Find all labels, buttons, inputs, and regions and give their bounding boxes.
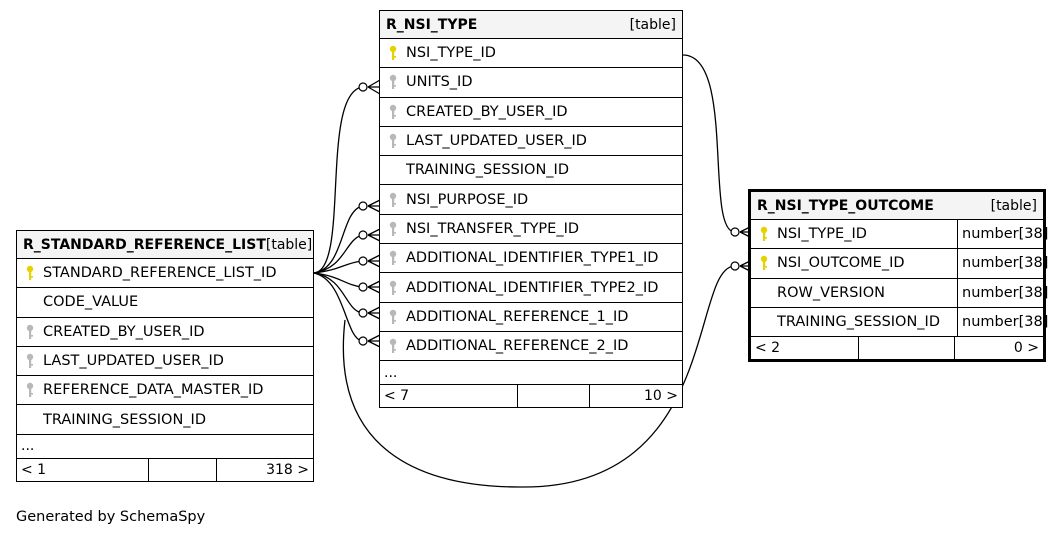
child-count[interactable]: 0 > <box>1013 340 1039 357</box>
table-footer: < 7 10 > <box>380 385 682 408</box>
table-name: R_NSI_TYPE <box>386 16 478 33</box>
table-header: R_STANDARD_REFERENCE_LIST [table] <box>17 231 313 259</box>
column-name: TRAINING_SESSION_ID <box>43 411 206 428</box>
foreign-key-icon <box>380 221 406 237</box>
column-name: NSI_PURPOSE_ID <box>406 191 529 208</box>
parent-count[interactable]: < 7 <box>380 385 518 408</box>
table-kind: [table] <box>265 236 313 253</box>
foreign-key-icon <box>380 309 406 325</box>
column-name: ADDITIONAL_REFERENCE_1_ID <box>406 308 629 325</box>
column-name: CODE_VALUE <box>43 294 139 311</box>
foreign-key-icon <box>380 338 406 354</box>
column-row[interactable]: LAST_UPDATED_USER_ID <box>380 127 682 157</box>
parent-count[interactable]: < 1 <box>17 458 149 481</box>
column-name: TRAINING_SESSION_ID <box>777 314 940 331</box>
foreign-key-icon <box>380 250 406 266</box>
child-count[interactable]: 318 > <box>266 461 309 478</box>
more-columns: ... <box>17 435 313 459</box>
column-row[interactable]: NSI_PURPOSE_ID <box>380 185 682 215</box>
column-name: NSI_TYPE_ID <box>777 226 867 243</box>
foreign-key-icon <box>17 353 43 369</box>
column-row[interactable]: TRAINING_SESSION_ID number[38] <box>751 307 1048 338</box>
column-row[interactable]: UNITS_ID <box>380 68 682 98</box>
column-name: NSI_TRANSFER_TYPE_ID <box>406 220 580 237</box>
connector-additional-reference-2 <box>313 272 363 342</box>
column-row[interactable]: CODE_VALUE <box>17 288 313 318</box>
column-datatype: number[38] <box>957 307 1048 337</box>
column-name: UNITS_ID <box>406 74 473 91</box>
column-row[interactable]: ADDITIONAL_IDENTIFIER_TYPE2_ID <box>380 273 682 303</box>
column-row[interactable]: REFERENCE_DATA_MASTER_ID <box>17 376 313 406</box>
column-row[interactable]: TRAINING_SESSION_ID <box>17 405 313 435</box>
column-name: REFERENCE_DATA_MASTER_ID <box>43 382 264 399</box>
foreign-key-icon <box>380 104 406 120</box>
column-datatype: number[38] <box>957 249 1048 278</box>
column-row[interactable]: STANDARD_REFERENCE_LIST_ID <box>17 259 313 289</box>
column-name: LAST_UPDATED_USER_ID <box>406 133 587 150</box>
column-name: NSI_TYPE_ID <box>406 45 496 62</box>
table-footer: < 1 318 > <box>17 458 313 481</box>
foreign-key-icon <box>380 133 406 149</box>
column-row[interactable]: NSI_OUTCOME_ID number[38] <box>751 249 1048 279</box>
table-header: R_NSI_TYPE_OUTCOME [table] <box>751 192 1043 220</box>
foreign-key-icon <box>17 382 43 398</box>
column-datatype: number[38] <box>957 278 1048 307</box>
table-kind: [table] <box>990 197 1037 214</box>
column-name: CREATED_BY_USER_ID <box>43 323 205 340</box>
column-row[interactable]: ROW_VERSION number[38] <box>751 278 1048 308</box>
column-name: ADDITIONAL_IDENTIFIER_TYPE1_ID <box>406 250 659 267</box>
column-name: TRAINING_SESSION_ID <box>406 162 569 179</box>
column-row[interactable]: LAST_UPDATED_USER_ID <box>17 347 313 377</box>
column-name: CREATED_BY_USER_ID <box>406 103 568 120</box>
connector-nsi-purpose-id <box>313 205 363 274</box>
table-name: R_STANDARD_REFERENCE_LIST <box>23 236 266 253</box>
more-columns: ... <box>380 361 682 386</box>
connector-nsi-transfer-type-id <box>313 234 363 274</box>
table-r-standard-reference-list[interactable]: R_STANDARD_REFERENCE_LIST [table] STANDA… <box>16 230 314 482</box>
connector-additional-identifier-type1 <box>313 260 363 274</box>
column-row[interactable]: ADDITIONAL_REFERENCE_1_ID <box>380 303 682 332</box>
column-datatype: number[38] <box>957 220 1048 249</box>
foreign-key-icon <box>17 324 43 340</box>
connector-units-id <box>313 86 363 274</box>
primary-key-icon <box>380 45 406 61</box>
footer-middle <box>518 385 590 408</box>
column-row[interactable]: CREATED_BY_USER_ID <box>17 318 313 347</box>
column-row[interactable]: NSI_TYPE_ID number[38] <box>751 220 1048 250</box>
connector-nsi-outcome-id <box>342 265 735 488</box>
column-row[interactable]: TRAINING_SESSION_ID <box>380 156 682 186</box>
primary-key-icon <box>17 265 43 281</box>
primary-key-icon <box>751 255 777 271</box>
column-row[interactable]: CREATED_BY_USER_ID <box>380 98 682 127</box>
footer-middle <box>149 458 217 481</box>
column-name: ADDITIONAL_IDENTIFIER_TYPE2_ID <box>406 279 659 296</box>
column-row[interactable]: ADDITIONAL_IDENTIFIER_TYPE1_ID <box>380 244 682 274</box>
connector-nsi-type-id <box>682 54 735 233</box>
table-r-nsi-type[interactable]: R_NSI_TYPE [table] NSI_TYPE_ID UNITS_ID CR… <box>379 10 683 409</box>
generated-by-label: Generated by SchemaSpy <box>16 509 206 525</box>
parent-count[interactable]: < 2 <box>751 337 859 360</box>
foreign-key-icon <box>380 192 406 208</box>
foreign-key-icon <box>380 280 406 296</box>
column-name: ADDITIONAL_REFERENCE_2_ID <box>406 338 629 355</box>
child-count[interactable]: 10 > <box>644 388 678 405</box>
footer-middle <box>859 337 955 360</box>
table-name: R_NSI_TYPE_OUTCOME <box>757 197 934 214</box>
primary-key-icon <box>751 226 777 242</box>
column-row[interactable]: NSI_TYPE_ID <box>380 39 682 69</box>
column-name: NSI_OUTCOME_ID <box>777 255 905 272</box>
table-footer: < 2 0 > <box>751 337 1043 360</box>
column-row[interactable]: NSI_TRANSFER_TYPE_ID <box>380 215 682 245</box>
column-name: ROW_VERSION <box>777 284 885 301</box>
foreign-key-icon <box>380 74 406 90</box>
column-row[interactable]: ADDITIONAL_REFERENCE_2_ID <box>380 332 682 362</box>
column-name: STANDARD_REFERENCE_LIST_ID <box>43 265 277 282</box>
table-header: R_NSI_TYPE [table] <box>380 11 682 39</box>
table-kind: [table] <box>629 16 676 33</box>
connector-additional-reference-1 <box>313 272 363 314</box>
column-name: LAST_UPDATED_USER_ID <box>43 353 224 370</box>
